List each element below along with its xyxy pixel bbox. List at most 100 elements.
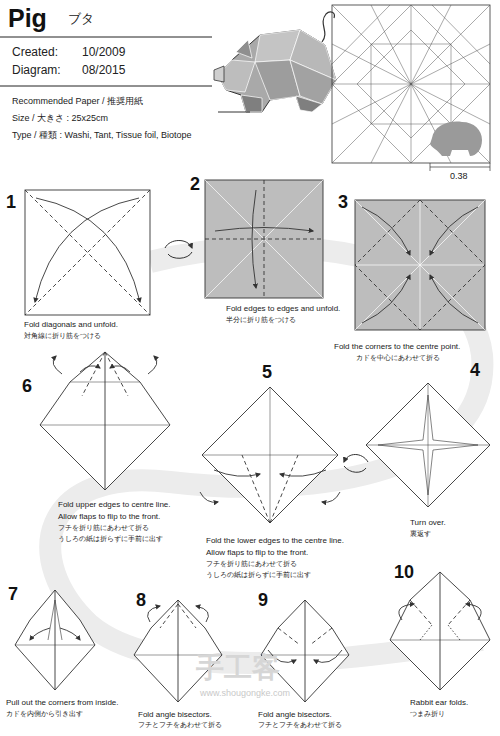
step-4-figure: [366, 383, 490, 507]
step-3-figure-part: [362, 207, 410, 255]
step-8-figure: [134, 600, 222, 702]
step-1-figure-part: [36, 198, 140, 302]
step-7-figure-part: [55, 590, 56, 690]
dimension-line-part: [430, 167, 490, 168]
step-5-figure-part: [202, 387, 338, 523]
step-number: 8: [136, 590, 146, 611]
step-6-figure-part: [105, 352, 128, 396]
step-9-figure: [261, 600, 349, 702]
step-1-figure-part: [25, 190, 150, 315]
step-7-figure-part: [30, 628, 50, 640]
step-5-figure: [200, 387, 340, 523]
subtitle: ブタ: [68, 12, 94, 27]
step-number: 7: [8, 584, 18, 605]
instruction-ja: カドを内側から引き出す: [6, 710, 83, 718]
step-1-figure-part: [25, 190, 150, 315]
step-3-figure-part: [430, 207, 478, 255]
pig-illustration-part: [236, 40, 252, 58]
step-10-figure-part: [448, 625, 460, 640]
diagram-title: Pig: [8, 4, 47, 33]
step-10-figure: [390, 572, 490, 690]
step-7-figure-part: [55, 600, 62, 640]
step-7-figure-part: [15, 645, 95, 646]
step-3-figure-part: [355, 200, 485, 330]
step-4-figure-part: [366, 445, 490, 446]
crease-pattern-part: [332, 5, 490, 163]
step-6-figure-part: [105, 352, 106, 490]
step-9-figure-part: [261, 600, 349, 702]
meta-key: Diagram:: [12, 64, 61, 78]
header-rules: [0, 37, 212, 86]
step-6-figure-part: [110, 366, 130, 372]
step-number: 6: [22, 376, 32, 397]
instruction: Fold upper edges to centre line.: [58, 500, 171, 509]
step-6-figure-part: [82, 352, 105, 396]
step-2-figure-part: [252, 190, 256, 288]
step-10-figure-part: [399, 604, 414, 620]
step-number: 4: [470, 360, 480, 381]
instruction: Pull out the corners from inside.: [6, 698, 119, 707]
instruction-ja: フチを折り筋にあわせて折る: [206, 560, 297, 568]
step-10-figure-part: [420, 625, 432, 640]
step-2-figure-part: [205, 180, 323, 298]
step-9-figure-part: [314, 650, 342, 662]
dimension-line: [430, 163, 490, 171]
instruction: Fold the lower edges to the centre line.: [206, 536, 344, 545]
step-3-figure-part: [362, 275, 410, 323]
crease-pattern-part: [332, 5, 490, 163]
meta-key: Created:: [12, 46, 58, 60]
step-8-figure-part: [148, 606, 160, 622]
step-6-figure: [40, 352, 170, 490]
crease-pattern-part: [432, 5, 490, 64]
step-8-figure-part: [178, 604, 196, 628]
instruction-ja: 対角線に折り筋をつける: [24, 332, 101, 340]
crease-pattern-part: [332, 5, 490, 163]
step-7-figure-part: [15, 590, 95, 690]
step-7-figure-part: [48, 600, 55, 640]
step-8-figure-part: [160, 604, 178, 628]
instruction: Turn over.: [410, 518, 446, 527]
step-4-figure-part: [366, 383, 490, 507]
step-6-figure-part: [70, 382, 140, 383]
meta-value: 08/2015: [82, 64, 125, 78]
step-10-figure-part: [390, 640, 490, 641]
step-number: 1: [6, 192, 16, 213]
crease-pattern-part: [332, 5, 390, 64]
step-2-figure-part: [205, 180, 323, 298]
step-10-figure-part: [466, 604, 481, 620]
step-2-figure-part: [215, 228, 313, 232]
step-2-figure-part: [205, 180, 323, 298]
step-7-figure-part: [60, 628, 80, 640]
instruction: Fold edges to edges and unfold.: [226, 304, 340, 313]
watermark-url: www.shougongke.com: [200, 688, 290, 698]
header-rules-part: [0, 86, 212, 87]
step-3-figure-part: [355, 200, 485, 330]
pig-silhouette: [430, 122, 482, 156]
step-5-figure-part: [202, 455, 338, 456]
crease-pattern: [332, 5, 490, 163]
paper-note: Type / 種類 : Washi, Tant, Tissue foil, Bi…: [12, 130, 192, 140]
instruction-ja: フチとフチをあわせて折る: [138, 721, 222, 729]
step-6-figure-part: [148, 356, 157, 374]
turn-over-symbol-part: [165, 241, 192, 249]
step-5-figure-part: [322, 492, 340, 502]
instruction-ja: うしろの紙は折らずに手前に出す: [58, 535, 163, 543]
instruction-ja: カドを中心にあわせて折る: [356, 354, 440, 362]
step-5-figure-part: [242, 455, 270, 523]
instruction-ja: フチを折り筋にあわせて折る: [58, 524, 149, 532]
instruction: Allow flaps to flip to the front.: [206, 548, 308, 557]
step-8-figure-part: [134, 600, 222, 702]
instruction: Fold angle bisectors.: [258, 710, 332, 719]
header-rules-part: [0, 37, 212, 38]
crease-pattern-part: [332, 5, 490, 163]
step-2-figure-part: [205, 239, 323, 240]
step-3-figure-part: [355, 265, 485, 266]
step-1-figure-part: [25, 190, 150, 315]
paper-note: Size / 大きさ : 25x25cm: [12, 113, 108, 123]
step-number: 9: [258, 590, 268, 611]
step-1-figure: [25, 190, 150, 315]
meta-value: 10/2009: [82, 46, 125, 60]
step-5-figure-part: [270, 455, 298, 523]
